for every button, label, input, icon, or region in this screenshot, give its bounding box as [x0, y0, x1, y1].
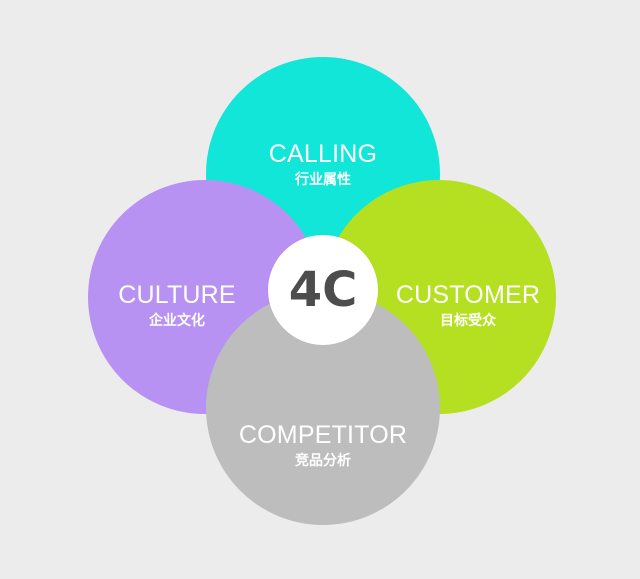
competitor-title: COMPETITOR — [238, 421, 408, 449]
customer-subtitle: 目标受众 — [440, 313, 496, 329]
center-circle: 4C — [268, 235, 378, 345]
culture-label: CULTURE 企业文化 — [79, 281, 275, 329]
competitor-subtitle: 竞品分析 — [295, 453, 351, 469]
calling-label: CALLING 行业属性 — [223, 140, 423, 188]
customer-title: CUSTOMER — [395, 281, 541, 309]
calling-subtitle: 行业属性 — [295, 172, 351, 188]
culture-subtitle: 企业文化 — [149, 313, 205, 329]
customer-label: CUSTOMER 目标受众 — [370, 281, 566, 329]
calling-title: CALLING — [268, 140, 378, 168]
competitor-label: COMPETITOR 竞品分析 — [213, 421, 433, 469]
culture-title: CULTURE — [118, 281, 236, 309]
center-label: 4C — [288, 262, 358, 318]
